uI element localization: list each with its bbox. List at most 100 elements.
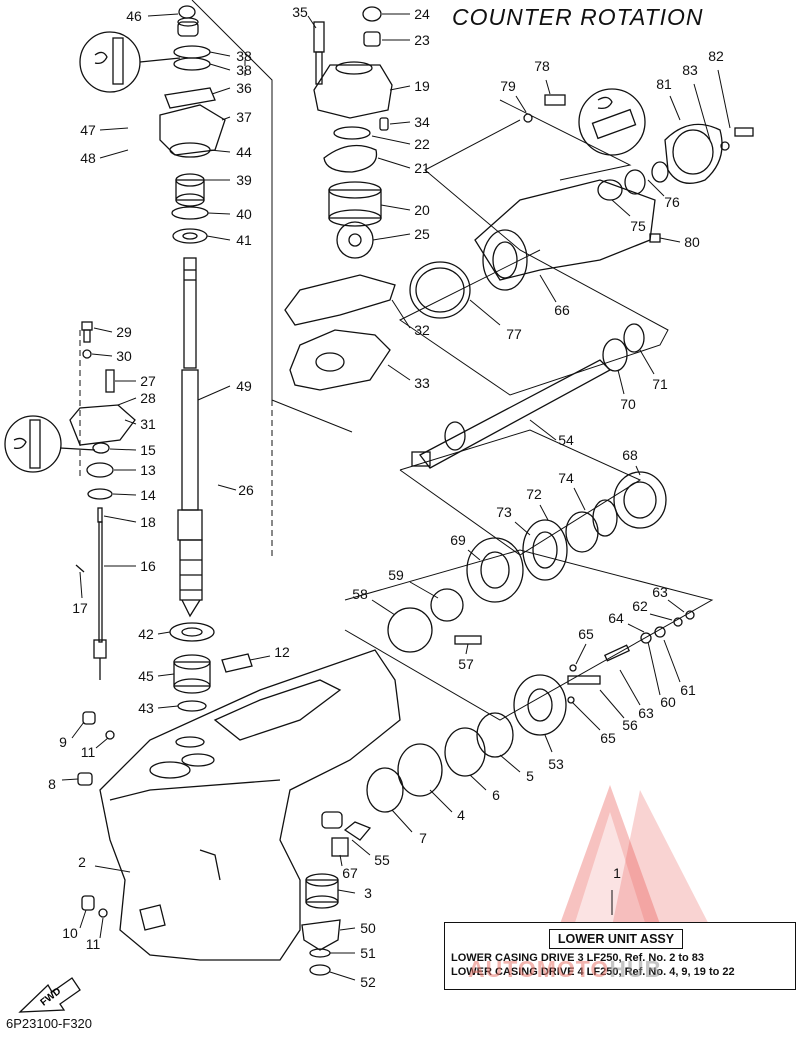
callout-40: 40 xyxy=(207,206,252,222)
leader-line xyxy=(619,669,641,706)
leader-line xyxy=(571,701,601,731)
callout-number: 7 xyxy=(419,830,427,846)
callout-number: 59 xyxy=(388,567,404,583)
callout-number: 19 xyxy=(414,78,430,94)
leader-line xyxy=(635,465,641,476)
callout-number: 13 xyxy=(140,462,156,478)
callout-number: 53 xyxy=(548,756,564,772)
reference-lines xyxy=(79,0,714,721)
leader-line xyxy=(387,364,411,381)
callout-71: 71 xyxy=(639,349,668,392)
callout-number: 20 xyxy=(414,202,430,218)
callout-number: 1 xyxy=(613,865,621,881)
callout-22: 22 xyxy=(371,135,430,152)
leader-line xyxy=(93,327,113,333)
callout-28: 28 xyxy=(117,390,156,406)
detail-bubble-15 xyxy=(4,415,96,473)
callout-number: 67 xyxy=(342,865,358,881)
leader-line xyxy=(647,641,661,696)
callout-number: 60 xyxy=(660,694,676,710)
callout-2: 2 xyxy=(78,854,131,873)
callout-25: 25 xyxy=(372,226,430,242)
callout-number: 82 xyxy=(708,48,724,64)
callout-number: 78 xyxy=(534,58,550,74)
callout-56: 56 xyxy=(599,689,638,733)
leader-line xyxy=(61,778,79,781)
leader-line xyxy=(112,493,137,496)
leader-line xyxy=(79,909,87,929)
callout-63: 63 xyxy=(652,584,685,613)
leader-line xyxy=(627,623,645,633)
callout-66: 66 xyxy=(539,274,570,318)
detail-bubble-75 xyxy=(578,88,646,156)
leader-line xyxy=(647,179,665,197)
gear-train xyxy=(366,471,695,813)
callout-4: 4 xyxy=(429,789,465,823)
leader-line xyxy=(117,397,137,406)
leader-line xyxy=(339,854,343,867)
callout-67: 67 xyxy=(339,854,358,881)
callout-46: 46 xyxy=(126,8,179,24)
callout-number: 52 xyxy=(360,974,376,990)
callout-number: 33 xyxy=(414,375,430,391)
callout-38: 38 xyxy=(209,48,252,64)
leader-line xyxy=(157,673,175,677)
assembly-line-2: LOWER CASING DRIVE 4 LF250, Ref. No. 4, … xyxy=(451,966,735,978)
leader-line xyxy=(99,127,129,131)
callout-number: 25 xyxy=(414,226,430,242)
callout-33: 33 xyxy=(387,364,430,391)
callout-76: 76 xyxy=(647,179,680,210)
leader-line xyxy=(499,754,521,773)
callout-number: 47 xyxy=(80,122,96,138)
callout-65: 65 xyxy=(575,626,594,665)
callout-51: 51 xyxy=(330,945,376,961)
callout-3: 3 xyxy=(337,885,372,901)
callout-59: 59 xyxy=(388,567,439,599)
callout-7: 7 xyxy=(391,809,427,846)
leader-line xyxy=(539,274,557,303)
leader-line xyxy=(249,655,271,661)
callout-number: 69 xyxy=(450,532,466,548)
leader-line xyxy=(617,369,625,395)
leader-line xyxy=(693,83,711,141)
leader-line xyxy=(391,809,413,833)
leader-line xyxy=(659,237,681,243)
callout-number: 38 xyxy=(236,48,252,64)
callout-number: 36 xyxy=(236,80,252,96)
callout-55: 55 xyxy=(351,839,390,868)
callout-36: 36 xyxy=(211,80,252,96)
callout-number: 18 xyxy=(140,514,156,530)
callout-number: 58 xyxy=(352,586,368,602)
callout-number: 56 xyxy=(622,717,638,733)
leader-line xyxy=(389,121,411,125)
callout-18: 18 xyxy=(103,514,156,530)
callout-21: 21 xyxy=(377,157,430,176)
callout-9: 9 xyxy=(59,721,85,750)
leader-line xyxy=(429,789,453,813)
callout-number: 42 xyxy=(138,626,154,642)
leader-line xyxy=(221,116,231,121)
callout-number: 62 xyxy=(632,598,648,614)
leader-line xyxy=(217,484,237,491)
callout-73: 73 xyxy=(496,504,531,536)
leader-line xyxy=(515,95,527,113)
callout-65: 65 xyxy=(571,701,616,746)
callout-number: 17 xyxy=(72,600,88,616)
callout-81: 81 xyxy=(656,76,681,121)
leader-line xyxy=(91,353,113,357)
callout-number: 12 xyxy=(274,644,290,660)
callout-30: 30 xyxy=(91,348,132,364)
fwd-label: FWD xyxy=(39,986,64,1009)
callout-number: 83 xyxy=(682,62,698,78)
leader-line xyxy=(539,504,549,521)
leader-line xyxy=(147,13,179,17)
callout-12: 12 xyxy=(249,644,290,661)
callout-54: 54 xyxy=(529,419,574,448)
callout-69: 69 xyxy=(450,532,481,561)
callout-number: 21 xyxy=(414,160,430,176)
callout-number: 4 xyxy=(457,807,465,823)
leader-line xyxy=(544,734,553,753)
watermark-text: AUTOMOTOHUB xyxy=(468,956,662,983)
leader-line xyxy=(351,839,371,856)
